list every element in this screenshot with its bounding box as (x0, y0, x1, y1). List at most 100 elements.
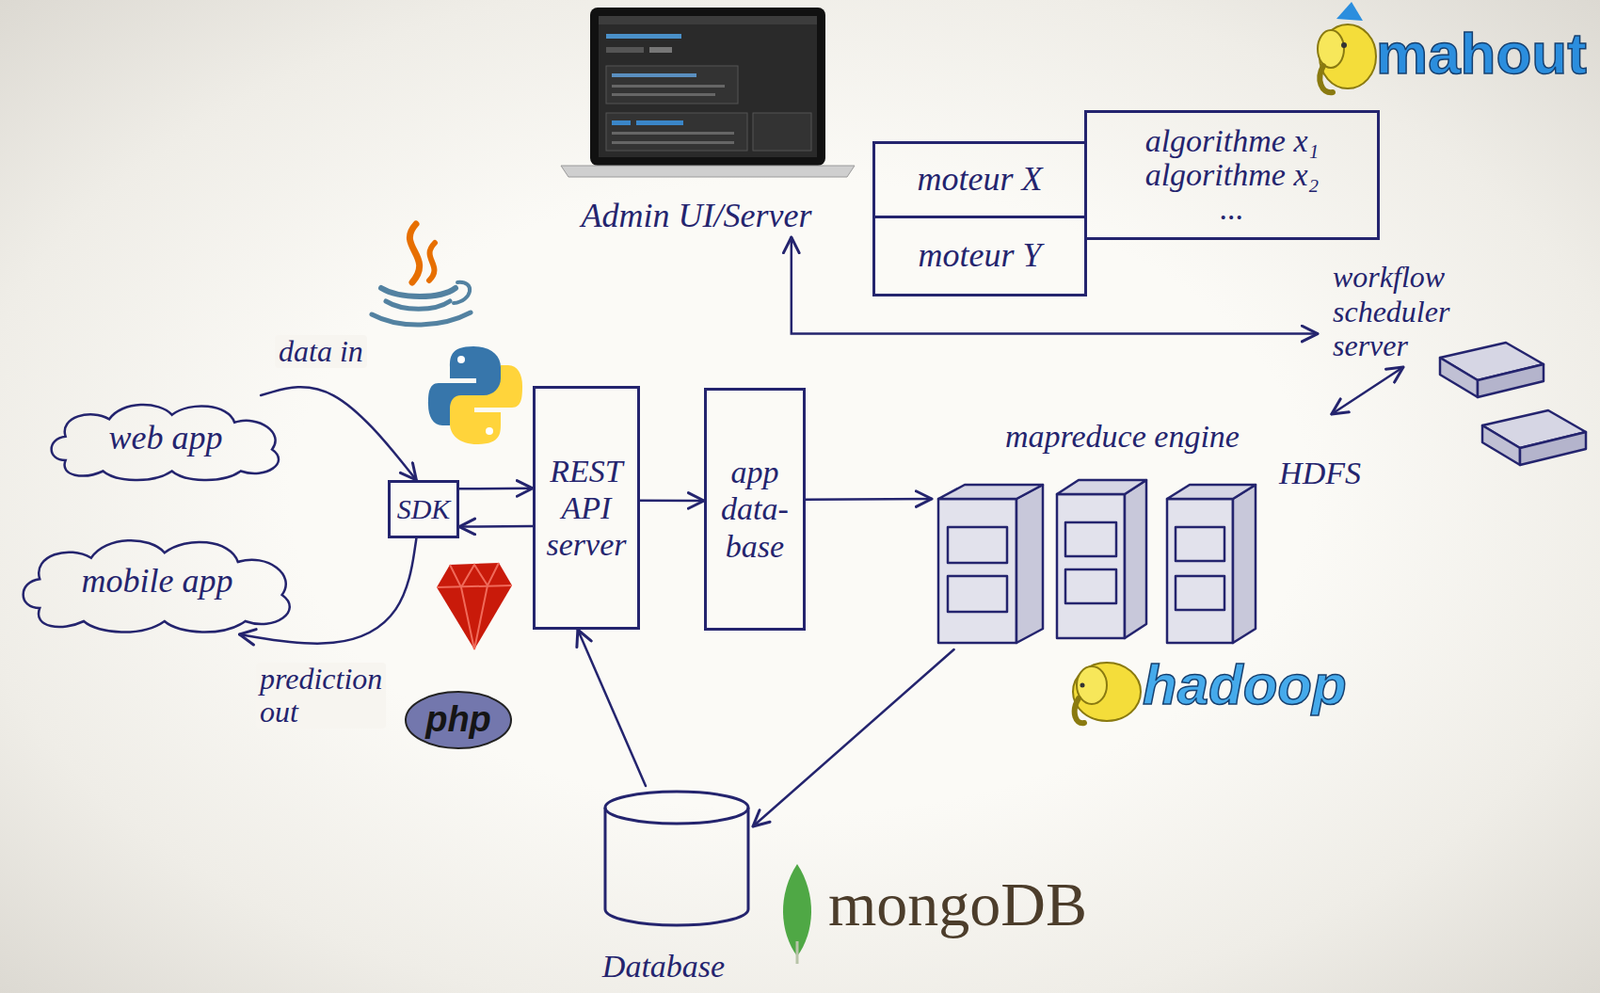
laptop-illustration (649, 47, 672, 53)
laptop-illustration (598, 16, 817, 158)
admin-server: Admin UI/Server (527, 3, 866, 238)
mahout-elephant (1317, 30, 1344, 68)
php-logo (405, 691, 512, 749)
laptop-illustration (606, 65, 738, 104)
server-cabinets (1167, 484, 1256, 499)
ruby-logo (449, 562, 499, 650)
cloud-outline (23, 540, 290, 632)
laptop-illustration (560, 7, 855, 177)
node-text: web app (109, 418, 224, 458)
java-logo (371, 224, 471, 325)
edge-label: prediction out (256, 662, 386, 729)
logo-wordmark: mahout (1376, 24, 1587, 83)
hadoop-elephant (1074, 698, 1085, 723)
connector-arrow (577, 629, 646, 786)
connector-arrow (805, 497, 932, 501)
java-logo (385, 301, 450, 309)
server-cabinets (1056, 494, 1125, 639)
mahout-elephant (1317, 1, 1376, 93)
database-cylinder (605, 791, 749, 926)
database-cylinder: Database (574, 785, 753, 989)
ruby-logo (461, 564, 488, 588)
server-cabinets (938, 484, 1043, 499)
server-cabinets (1175, 527, 1225, 561)
laptop-illustration (636, 120, 684, 126)
app-database-box: app data-base (704, 387, 806, 631)
java-logo (409, 224, 419, 283)
mongodb-leaf (783, 864, 812, 964)
laptop-illustration (611, 84, 725, 88)
web-app-cloud: web app (40, 395, 291, 482)
laptop-illustration (611, 73, 697, 78)
mongodb-leaf (796, 941, 800, 964)
laptop-illustration (752, 112, 812, 151)
algorithm-list-box: algorithme x₁algorithme x₂... (1084, 110, 1380, 240)
database-cylinder (747, 807, 751, 910)
connector-arrow (1331, 367, 1404, 415)
java-logo (453, 282, 470, 304)
node-text: moteur X (917, 160, 1043, 199)
rest-api-box: REST API server (532, 385, 640, 630)
node-text: mapreduce engine (1005, 417, 1369, 455)
python-logo (428, 346, 523, 445)
scheduler-boxes (1440, 342, 1586, 465)
laptop-illustration (590, 7, 826, 166)
laptop-illustration (611, 93, 716, 96)
node-text: app data-base (712, 453, 798, 564)
node-text: workflow scheduler server (1332, 259, 1486, 364)
node-text: SDK (397, 493, 451, 527)
scheduler-boxes (1482, 425, 1520, 465)
laptop-illustration (606, 47, 644, 53)
python-logo (457, 355, 465, 364)
node-text: algorithme x₂ (1145, 158, 1320, 192)
mahout-elephant (1319, 65, 1333, 93)
server-cabinets (1124, 480, 1147, 639)
python-logo (449, 365, 523, 445)
logo-wordmark: php (405, 701, 512, 737)
mobile-app-cloud: mobile app (10, 528, 304, 635)
mahout-elephant (1341, 42, 1347, 48)
laptop-illustration (598, 16, 817, 25)
java-logo (371, 312, 471, 325)
php-logo (405, 691, 512, 749)
database-cylinder (605, 791, 749, 824)
database-cylinder (604, 807, 608, 910)
database-cylinder (605, 909, 749, 926)
connector-arrow (752, 649, 955, 827)
server-cabinets (938, 498, 1017, 643)
mahout-elephant (1336, 1, 1363, 21)
node-text: moteur Y (917, 236, 1041, 275)
server-cabinets (1175, 576, 1225, 610)
connector-arrow (459, 487, 533, 491)
node-text: algorithme x₁ (1145, 124, 1320, 159)
server-cabinets (1065, 522, 1117, 557)
java-logo (429, 242, 435, 281)
java-logo (381, 288, 456, 297)
connector-arrow (791, 237, 1318, 335)
logo-wordmark: hadoop (1142, 656, 1347, 714)
scheduler-server: workflow scheduler server (1317, 256, 1489, 368)
logo-wordmark: mongoDB (828, 873, 1088, 936)
ruby-logo (436, 562, 512, 650)
server-cabinets (1016, 484, 1043, 643)
server-cabinets (947, 576, 1008, 612)
server-cabinets (1056, 480, 1147, 495)
server-cabinets (1167, 498, 1233, 643)
hadoop-elephant (1080, 683, 1086, 688)
engine-box: moteur X (872, 141, 1088, 219)
connector-arrow (260, 386, 416, 480)
server-cabinets (947, 527, 1008, 563)
laptop-illustration (611, 131, 735, 135)
laptop-illustration (606, 33, 682, 39)
edge-label: data in (274, 335, 368, 368)
server-cabinets (1065, 569, 1117, 604)
laptop-illustration (611, 141, 735, 144)
scheduler-boxes (1520, 432, 1586, 465)
ruby-logo (436, 585, 512, 588)
engine-box: moteur Y (872, 215, 1088, 297)
connector-arrow (239, 538, 416, 644)
scheduler-boxes (1477, 364, 1544, 398)
